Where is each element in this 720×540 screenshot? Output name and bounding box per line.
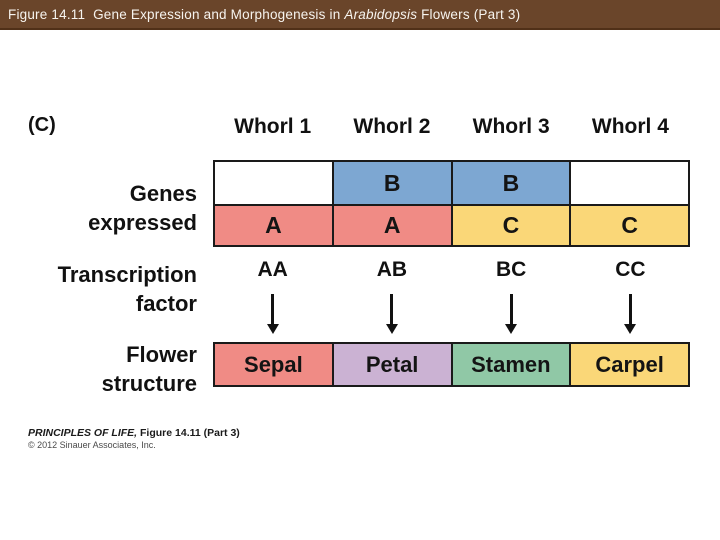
genes-expressed-line2: expressed xyxy=(88,210,197,235)
gene-cell-whorl1-bottom: A xyxy=(213,204,334,247)
title-after: Flowers (Part 3) xyxy=(417,6,521,22)
flower-cell-petal: Petal xyxy=(331,342,453,387)
title-species-italic: Arabidopsis xyxy=(344,6,418,22)
transcription-factor-line1: Transcription xyxy=(57,262,197,287)
whorl-4-header: Whorl 4 xyxy=(591,115,669,138)
whorl-1-header: Whorl 1 xyxy=(234,115,312,138)
flower-structure-table: Sepal Petal Stamen Carpel xyxy=(213,342,690,387)
tf-whorl1: AA xyxy=(257,258,288,281)
attribution: PRINCIPLES OF LIFE, Figure 14.11 (Part 3… xyxy=(28,427,240,450)
genes-expressed-line1: Genes xyxy=(129,181,197,206)
tf-whorl3: BC xyxy=(495,258,527,281)
genes-expressed-label: Genes expressed xyxy=(0,179,197,237)
flower-cell-carpel: Carpel xyxy=(569,342,690,387)
figure-reference: Figure 14.11 (Part 3) xyxy=(137,427,240,439)
tf-whorl2: AB xyxy=(376,258,408,281)
panel-letter-c: (C) xyxy=(28,114,56,136)
arrow-row xyxy=(213,294,690,334)
whorl-2-header: Whorl 2 xyxy=(353,115,431,138)
gene-cell-whorl1-top xyxy=(213,160,334,206)
figure-title-text: Figure 14.11 Gene Expression and Morphog… xyxy=(8,7,520,22)
flower-structure-line2: structure xyxy=(101,371,197,396)
transcription-factor-row: AA AB BC CC xyxy=(213,258,690,282)
down-arrow-icon xyxy=(452,294,571,334)
whorl-3-header: Whorl 3 xyxy=(472,115,550,138)
gene-cell-whorl3-top: B xyxy=(450,160,572,206)
gene-cell-whorl3-bottom: C xyxy=(450,204,572,247)
flower-structure-row: Sepal Petal Stamen Carpel xyxy=(213,342,690,387)
book-title: PRINCIPLES OF LIFE, xyxy=(28,427,138,439)
gene-table-bottom-row: A A C C xyxy=(213,204,690,247)
down-arrow-icon xyxy=(213,294,332,334)
gene-cell-whorl4-bottom: C xyxy=(569,204,690,247)
genes-expressed-table: B B A A C C xyxy=(213,160,690,247)
down-arrow-icon xyxy=(332,294,451,334)
figure-titlebar: Figure 14.11 Gene Expression and Morphog… xyxy=(0,0,720,30)
tf-whorl4: CC xyxy=(615,258,646,281)
flower-cell-stamen: Stamen xyxy=(450,342,572,387)
gene-cell-whorl2-top: B xyxy=(331,160,453,206)
flower-structure-label: Flower structure xyxy=(0,340,197,398)
transcription-factor-label: Transcription factor xyxy=(0,260,197,318)
transcription-factor-line2: factor xyxy=(135,291,197,316)
down-arrow-icon xyxy=(571,294,690,334)
title-before: Figure 14.11 Gene Expression and Morphog… xyxy=(8,6,345,22)
flower-structure-line1: Flower xyxy=(126,342,197,367)
gene-table-top-row: B B xyxy=(213,160,690,206)
whorl-header-row: Whorl 1 Whorl 2 Whorl 3 Whorl 4 xyxy=(213,115,690,139)
attribution-citation: PRINCIPLES OF LIFE, Figure 14.11 (Part 3… xyxy=(28,427,240,439)
gene-cell-whorl4-top xyxy=(569,160,690,206)
flower-cell-sepal: Sepal xyxy=(213,342,334,387)
attribution-copyright: © 2012 Sinauer Associates, Inc. xyxy=(28,440,156,450)
gene-cell-whorl2-bottom: A xyxy=(331,204,453,247)
